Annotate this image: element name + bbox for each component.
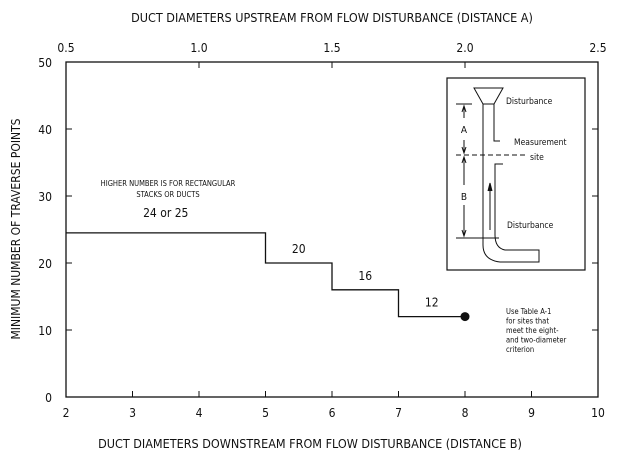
inset-site: site: [530, 153, 544, 163]
step-label: 12: [425, 296, 439, 310]
inset-disturbance-bottom: Disturbance: [507, 221, 554, 231]
x-tick-label: 10: [591, 406, 605, 420]
x-tick-label: 7: [395, 406, 402, 420]
inset-disturbance-top: Disturbance: [506, 97, 553, 107]
x-axis-label: DUCT DIAMETERS DOWNSTREAM FROM FLOW DIST…: [98, 436, 522, 451]
table-note-line: for sites that: [506, 317, 549, 326]
step-label: 24 or 25: [143, 206, 188, 220]
x-tick-label: 2: [63, 406, 70, 420]
x-tick-label: 9: [528, 406, 535, 420]
inset-label-a: A: [461, 125, 468, 136]
x2-tick-label: 0.5: [57, 41, 74, 55]
y-tick-label: 0: [45, 391, 52, 405]
x2-tick-label: 2.5: [589, 41, 606, 55]
note-rect-line-2: STACKS OR DUCTS: [136, 190, 199, 199]
y-tick-label: 40: [38, 123, 52, 137]
x-tick-label: 3: [129, 406, 136, 420]
table-note-line: and two-diameter: [506, 336, 567, 345]
inset-measurement: Measurement: [514, 138, 567, 148]
x2-tick-label: 2.0: [456, 41, 473, 55]
y-tick-label: 10: [38, 324, 52, 338]
note-rect-line-1: HIGHER NUMBER IS FOR RECTANGULAR: [101, 179, 236, 188]
y-axis-label: MINIMUM NUMBER OF TRAVERSE POINTS: [9, 118, 23, 339]
x2-tick-label: 1.5: [323, 41, 340, 55]
y-tick-label: 30: [38, 190, 52, 204]
inset-diagram: A B Disturbance Measurement site Disturb…: [446, 77, 586, 271]
x-tick-label: 6: [329, 406, 336, 420]
x-tick-label: 5: [262, 406, 269, 420]
x2-tick-label: 1.0: [190, 41, 207, 55]
table-note-line: criterion: [506, 345, 534, 354]
endpoint-marker: [460, 312, 470, 322]
x2-axis-label: DUCT DIAMETERS UPSTREAM FROM FLOW DISTUR…: [131, 10, 533, 25]
table-note-line: meet the eight-: [506, 326, 559, 335]
y-tick-label: 20: [38, 257, 52, 271]
inset-label-b: B: [461, 192, 467, 203]
y-tick-label: 50: [38, 56, 52, 70]
x-tick-label: 8: [462, 406, 469, 420]
x-tick-label: 4: [196, 406, 203, 420]
step-label: 20: [292, 242, 306, 256]
step-label: 16: [358, 269, 372, 283]
table-note-line: Use Table A-1: [506, 307, 551, 316]
step-line: [66, 232, 465, 318]
